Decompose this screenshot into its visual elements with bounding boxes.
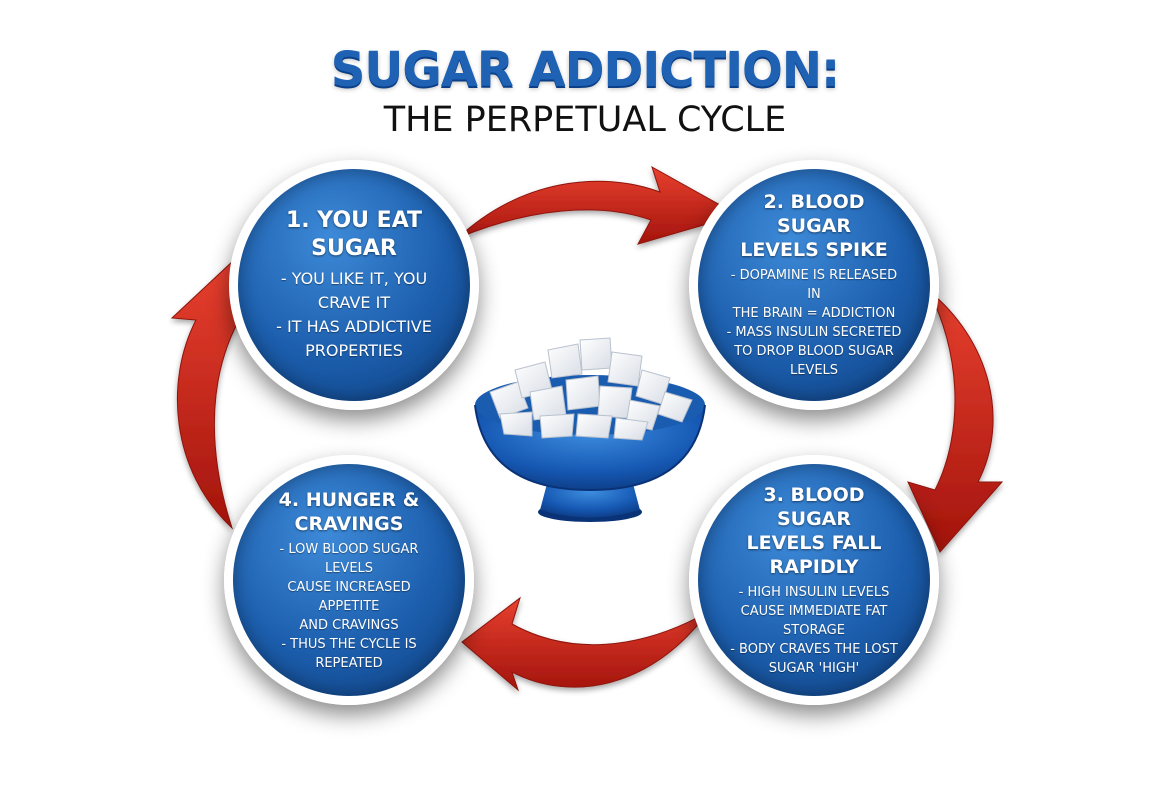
step-3-heading: 3. BLOOD SUGAR LEVELS FALL RAPIDLY (746, 483, 882, 578)
page-title: SUGAR ADDICTION: (330, 42, 840, 98)
arrow-step4-to-step1 (170, 259, 263, 529)
step-2-text: - DOPAMINE IS RELEASED IN THE BRAIN = AD… (726, 268, 902, 378)
step-3-text: - HIGH INSULIN LEVELS CAUSE IMMEDIATE FA… (730, 584, 898, 676)
step-2-circle: 2. BLOOD SUGAR LEVELS SPIKE - DOPAMINE I… (689, 160, 939, 410)
step-2-heading: 2. BLOOD SUGAR LEVELS SPIKE (740, 191, 888, 261)
arrow-step1-to-step2 (457, 165, 740, 245)
step-4-heading: 4. HUNGER & CRAVINGS (278, 488, 420, 535)
step-1-text: - YOU LIKE IT, YOU CRAVE IT - IT HAS ADD… (276, 269, 432, 360)
step-3-circle: 3. BLOOD SUGAR LEVELS FALL RAPIDLY - HIG… (689, 455, 939, 705)
page-subtitle: THE PERPETUAL CYCLE (383, 100, 787, 140)
arrow-step3-to-step4 (461, 596, 709, 692)
step-4-text: - LOW BLOOD SUGAR LEVELS CAUSE INCREASED… (279, 541, 419, 671)
step-4-circle: 4. HUNGER & CRAVINGS - LOW BLOOD SUGAR L… (224, 455, 474, 705)
sugar-bowl-icon (474, 337, 706, 522)
arrow-step2-to-step3 (907, 289, 1004, 553)
step-1-circle: 1. YOU EAT SUGAR - YOU LIKE IT, YOU CRAV… (229, 160, 479, 410)
step-1-heading: 1. YOU EAT SUGAR (285, 208, 423, 261)
